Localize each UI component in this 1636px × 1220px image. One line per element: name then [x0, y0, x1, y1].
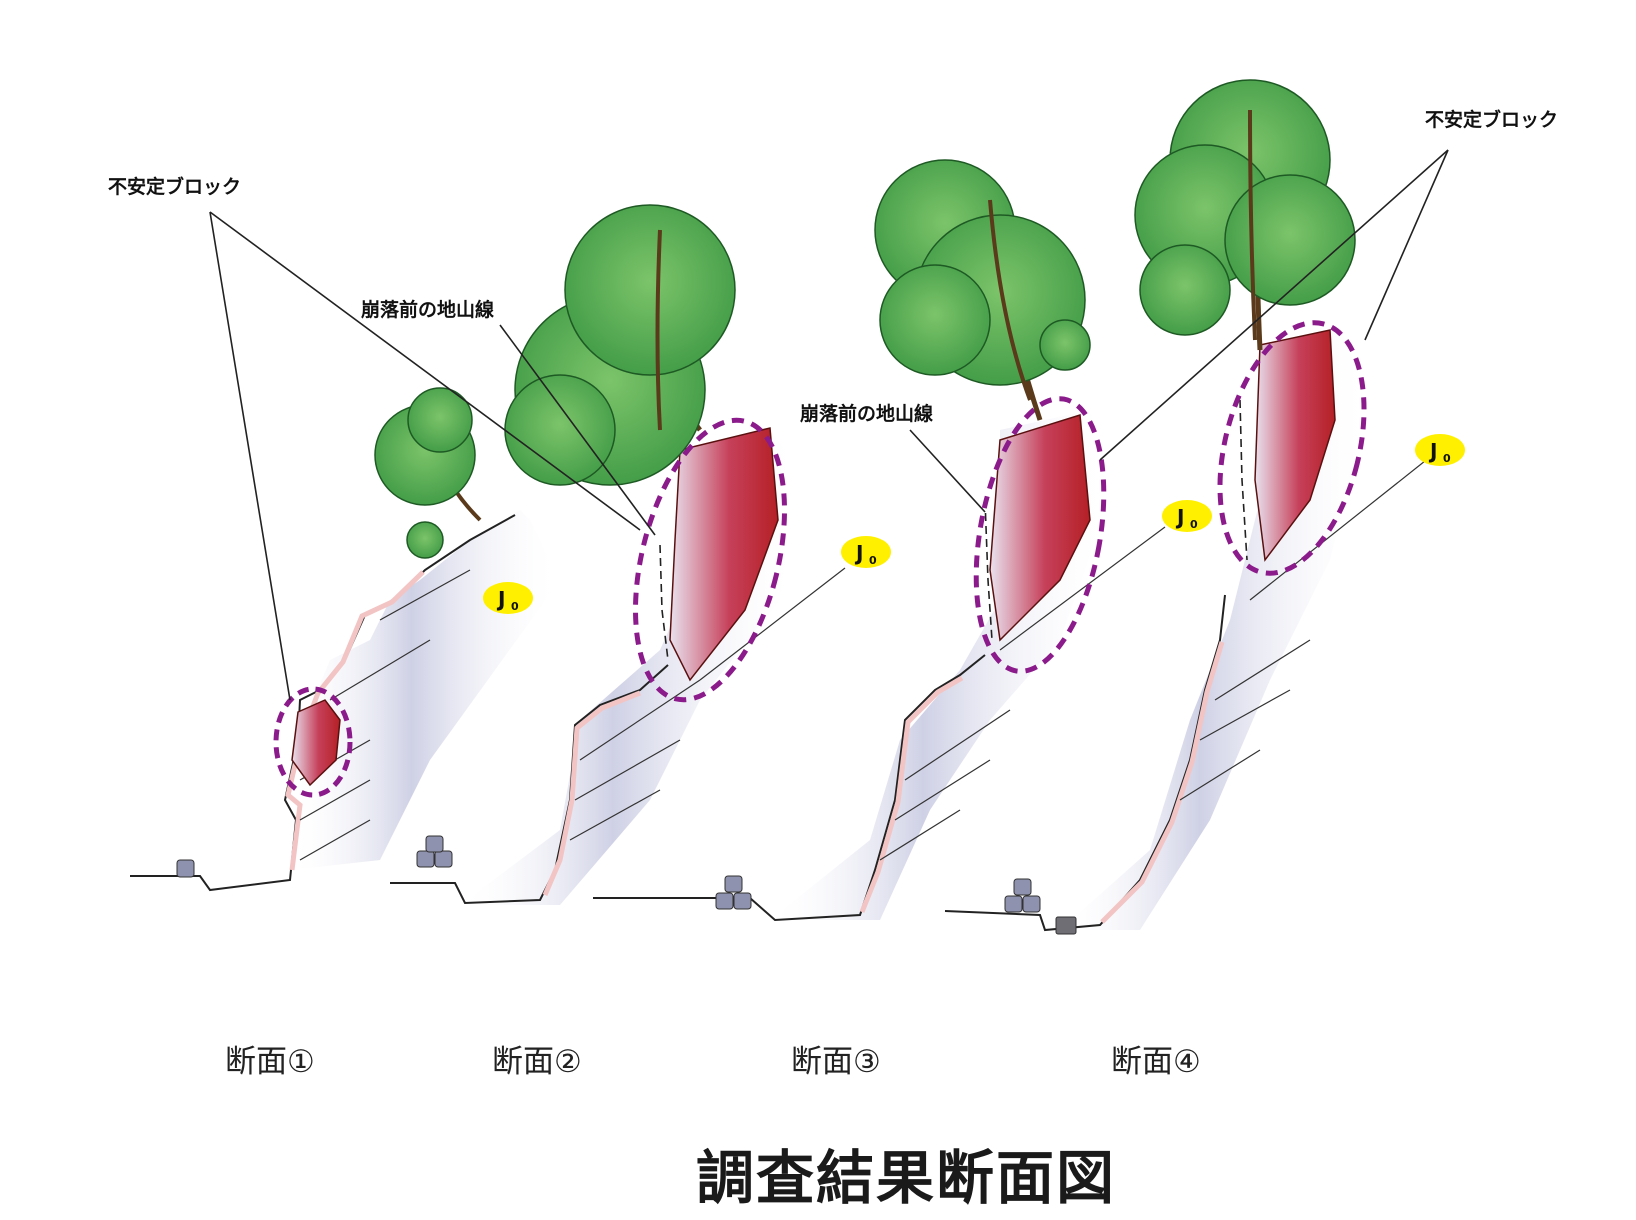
slope-surface: [285, 570, 425, 871]
section-3: J 0: [593, 159, 1212, 922]
unstable-block-outline: [273, 686, 353, 798]
svg-text:0: 0: [869, 554, 877, 567]
unstable-block: [989, 414, 1091, 642]
fallen-block: [1004, 895, 1023, 913]
rock-joints: [1179, 456, 1431, 801]
svg-text:0: 0: [511, 600, 519, 613]
svg-text:J: J: [496, 587, 505, 611]
pre-collapse-line: [1239, 399, 1248, 561]
fallen-block: [1022, 895, 1041, 913]
fallen-block: [724, 875, 743, 893]
section-2: J 0: [390, 204, 891, 905]
section-label-2: 断面②: [492, 1044, 582, 1080]
tree: [504, 204, 736, 486]
fallen-block: [715, 892, 734, 910]
pre-collapse-line-label-1: 崩落前の地山線: [361, 298, 494, 321]
fallen-block: [1013, 878, 1032, 896]
diagram-title: 調査結果断面図: [696, 1144, 1116, 1212]
section-4: J 0: [944, 79, 1465, 935]
fallen-block: [176, 859, 195, 878]
svg-text:J: J: [854, 541, 863, 565]
svg-text:0: 0: [1443, 452, 1451, 465]
joint-badge: J 0: [1162, 500, 1212, 532]
joint-badge: J 0: [1415, 434, 1465, 466]
fallen-block: [416, 850, 435, 868]
svg-text:J: J: [1428, 439, 1437, 463]
unstable-block: [1254, 329, 1336, 562]
unstable-block-outline: [633, 417, 787, 703]
rock-joints: [569, 567, 846, 841]
section-1: J 0: [130, 387, 560, 892]
unstable-block-label-left: 不安定ブロック: [108, 175, 241, 198]
fallen-block: [434, 850, 453, 868]
unstable-block-outline: [1217, 320, 1367, 576]
joint-badge: J 0: [841, 536, 891, 568]
slope-surface: [542, 690, 641, 896]
fallen-block: [1055, 916, 1077, 935]
slope-surface: [1100, 641, 1225, 924]
joint-badge: J 0: [483, 582, 533, 614]
pre-collapse-line: [984, 499, 993, 641]
svg-text:J: J: [1175, 505, 1184, 529]
leader-lines: [209, 149, 1449, 701]
ground-line: [593, 654, 986, 922]
tree: [1134, 79, 1356, 351]
section-label-1: 断面①: [225, 1044, 315, 1080]
slope-surface: [859, 675, 964, 913]
unstable-block-outline: [973, 396, 1107, 674]
tree: [374, 387, 482, 559]
svg-text:0: 0: [1190, 518, 1198, 531]
section-label-3: 断面③: [791, 1044, 881, 1080]
tree: [874, 159, 1091, 421]
rock-joints: [879, 526, 1166, 861]
unstable-block-label-right: 不安定ブロック: [1425, 108, 1558, 131]
fallen-block: [733, 892, 752, 910]
rock-mass: [290, 510, 560, 870]
fallen-block: [425, 835, 444, 853]
pre-collapse-line: [659, 544, 669, 661]
pre-collapse-line-label-2: 崩落前の地山線: [800, 402, 933, 425]
unstable-block: [291, 699, 341, 787]
section-label-4: 断面④: [1111, 1044, 1201, 1080]
